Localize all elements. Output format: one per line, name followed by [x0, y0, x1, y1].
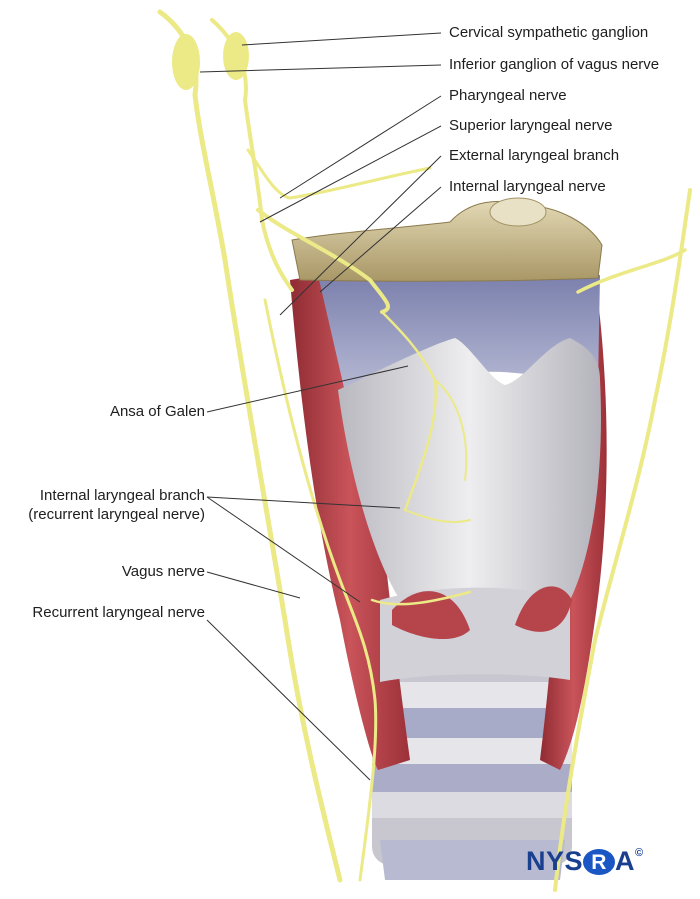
thyroid-cartilage — [338, 338, 601, 600]
label-cervical-sympathetic-ganglion: Cervical sympathetic ganglion — [449, 24, 649, 41]
label-ansa-of-galen: Ansa of Galen — [109, 403, 205, 420]
logo-text-right: A — [615, 846, 636, 876]
label-vagus-nerve: Vagus nerve — [121, 563, 205, 580]
epiglottis-tip — [489, 197, 547, 227]
label-pharyngeal-nerve: Pharyngeal nerve — [449, 87, 567, 104]
hyoid-bone — [291, 200, 603, 282]
logo-copyright: © — [635, 847, 644, 859]
label-superior-laryngeal-nerve: Superior laryngeal nerve — [449, 117, 613, 134]
inferior-ganglion-bulb — [172, 34, 200, 90]
label-internal-laryngeal-branch-sub: (recurrent laryngeal nerve) — [28, 506, 205, 523]
label-inferior-ganglion-vagus: Inferior ganglion of vagus nerve — [449, 56, 660, 73]
label-external-laryngeal-branch: External laryngeal branch — [449, 147, 620, 164]
logo-ring: R — [583, 849, 616, 875]
cricoid-region — [380, 586, 572, 682]
label-internal-laryngeal-nerve: Internal laryngeal nerve — [449, 178, 606, 195]
label-internal-laryngeal-branch: Internal laryngeal branch — [39, 487, 205, 504]
sympathetic-ganglion-bulb — [223, 32, 249, 80]
nerves — [157, 9, 692, 892]
leader-lines — [199, 32, 442, 781]
logo-text-left: NYS — [526, 846, 584, 876]
label-recurrent-laryngeal-nerve: Recurrent laryngeal nerve — [32, 604, 205, 621]
